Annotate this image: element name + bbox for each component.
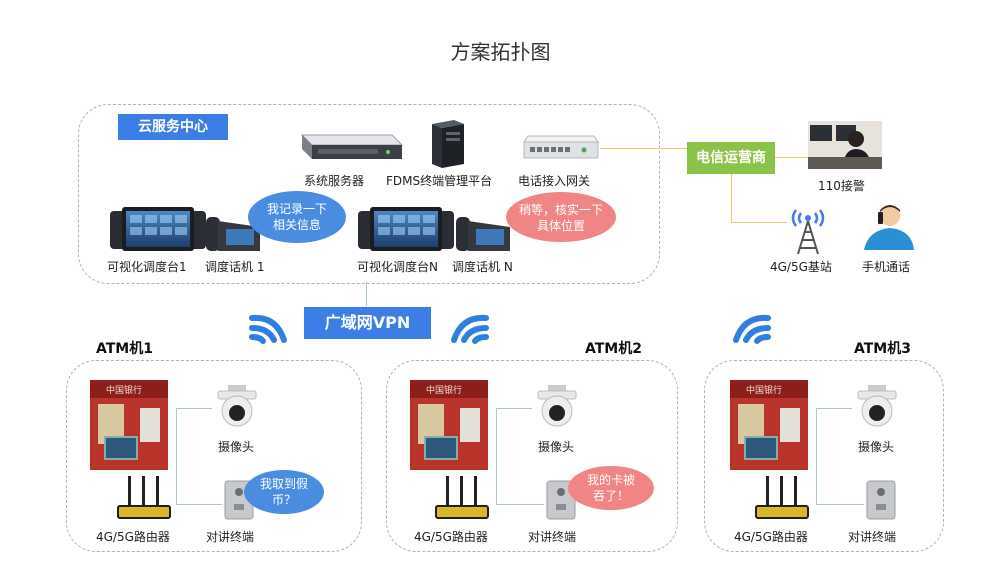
- dispatch-console-1-icon: [108, 205, 208, 257]
- server-icon: [292, 131, 404, 171]
- atm-1-speech-bubble-text: 我取到假币？: [260, 477, 309, 507]
- atm-2-zone: [386, 360, 678, 552]
- atm-1-link-intercom: [176, 504, 222, 505]
- atm-3-link-camera: [816, 408, 817, 504]
- speech-bubble-1: 我记录一下相关信息: [248, 191, 346, 243]
- base-station-label: 4G/5G基站: [770, 260, 832, 274]
- base-station-icon: [784, 204, 832, 260]
- speech-bubble-2-text: 稍等，核实一下具体位置: [518, 203, 603, 233]
- atm-1-link-camera: [176, 408, 177, 504]
- desk-phone-1-icon: [204, 213, 262, 257]
- speech-bubble-1-text: 我记录一下相关信息: [266, 202, 327, 232]
- atm-3-zone: [704, 360, 944, 552]
- telecom-station-link-h: [731, 222, 787, 223]
- atm-1-title: ATM机1: [96, 341, 153, 357]
- atm-1-intercom-label: 对讲终端: [206, 530, 255, 544]
- atm-2-camera-label: 摄像头: [538, 440, 575, 454]
- atm-3-title: ATM机3: [854, 341, 911, 357]
- mobile-label: 手机通话: [862, 260, 911, 274]
- phone-n-label: 调度话机 N: [452, 260, 513, 274]
- atm-3-camera-label: 摄像头: [858, 440, 895, 454]
- atm-2-camera-icon: [534, 385, 580, 431]
- atm-3-intercom-icon: [866, 480, 896, 524]
- atm-3-camera-icon: [854, 385, 900, 431]
- atm-2-link-camera: [496, 408, 497, 504]
- gateway-telecom-link: [600, 148, 690, 149]
- atm-1-zone: [66, 360, 362, 552]
- atm-3-machine-icon: 中国银行: [730, 380, 808, 470]
- atm-1-link-camera-h: [176, 408, 212, 409]
- atm-2-speech-bubble-text: 我的卡被吞了！: [586, 473, 635, 503]
- fdms-server-icon: [428, 118, 466, 174]
- gateway-icon: [522, 134, 600, 166]
- atm-3-link-intercom: [816, 504, 864, 505]
- wan-link: [366, 282, 367, 306]
- atm-1-router-icon: [114, 476, 174, 524]
- page-title: 方案拓扑图: [450, 40, 551, 64]
- console-n-label: 可视化调度台N: [357, 260, 438, 274]
- police-operator-icon: [808, 121, 882, 173]
- console-1-label: 可视化调度台1: [107, 260, 187, 274]
- bank-logo-text: 中国银行: [106, 386, 143, 396]
- atm-3-link-camera-h: [816, 408, 852, 409]
- police-label: 110接警: [818, 179, 865, 193]
- wifi-icon-middle: [446, 306, 492, 350]
- cloud-label: 云服务中心: [118, 114, 228, 140]
- atm-1-speech-bubble: 我取到假币？: [244, 470, 324, 514]
- atm-1-machine-icon: 中国银行: [90, 380, 168, 470]
- atm-3-router-label: 4G/5G路由器: [734, 530, 808, 544]
- dispatch-console-n-icon: [356, 205, 456, 257]
- atm-2-router-icon: [432, 476, 492, 524]
- atm-2-speech-bubble: 我的卡被吞了！: [568, 466, 654, 510]
- cloud-zone: [78, 104, 660, 284]
- desk-phone-n-icon: [454, 213, 512, 257]
- atm-2-link-intercom: [496, 504, 544, 505]
- atm-2-intercom-label: 对讲终端: [528, 530, 577, 544]
- atm-3-router-icon: [752, 476, 812, 524]
- bank-logo-text: 中国银行: [426, 386, 463, 396]
- fdms-label: FDMS终端管理平台: [386, 174, 493, 188]
- bank-logo-text: 中国银行: [746, 386, 783, 396]
- server-label: 系统服务器: [304, 174, 365, 188]
- wifi-icon-left: [246, 306, 292, 350]
- gateway-label: 电话接入网关: [518, 174, 591, 188]
- telecom-station-link-v: [731, 174, 732, 222]
- atm-2-title: ATM机2: [585, 341, 642, 357]
- mobile-caller-icon: [860, 202, 916, 254]
- atm-1-camera-icon: [214, 385, 260, 431]
- atm-1-router-label: 4G/5G路由器: [96, 530, 170, 544]
- atm-3-intercom-label: 对讲终端: [848, 530, 897, 544]
- wan-label: 广域网VPN: [304, 307, 431, 339]
- atm-1-camera-label: 摄像头: [218, 440, 255, 454]
- atm-2-machine-icon: 中国银行: [410, 380, 488, 470]
- telecom-police-link: [775, 157, 809, 158]
- telecom-label: 电信运营商: [687, 142, 775, 174]
- phone-1-label: 调度话机 1: [205, 260, 265, 274]
- atm-2-link-camera-h: [496, 408, 532, 409]
- atm-2-router-label: 4G/5G路由器: [414, 530, 488, 544]
- wifi-icon-right: [728, 306, 774, 350]
- speech-bubble-2: 稍等，核实一下具体位置: [506, 192, 616, 242]
